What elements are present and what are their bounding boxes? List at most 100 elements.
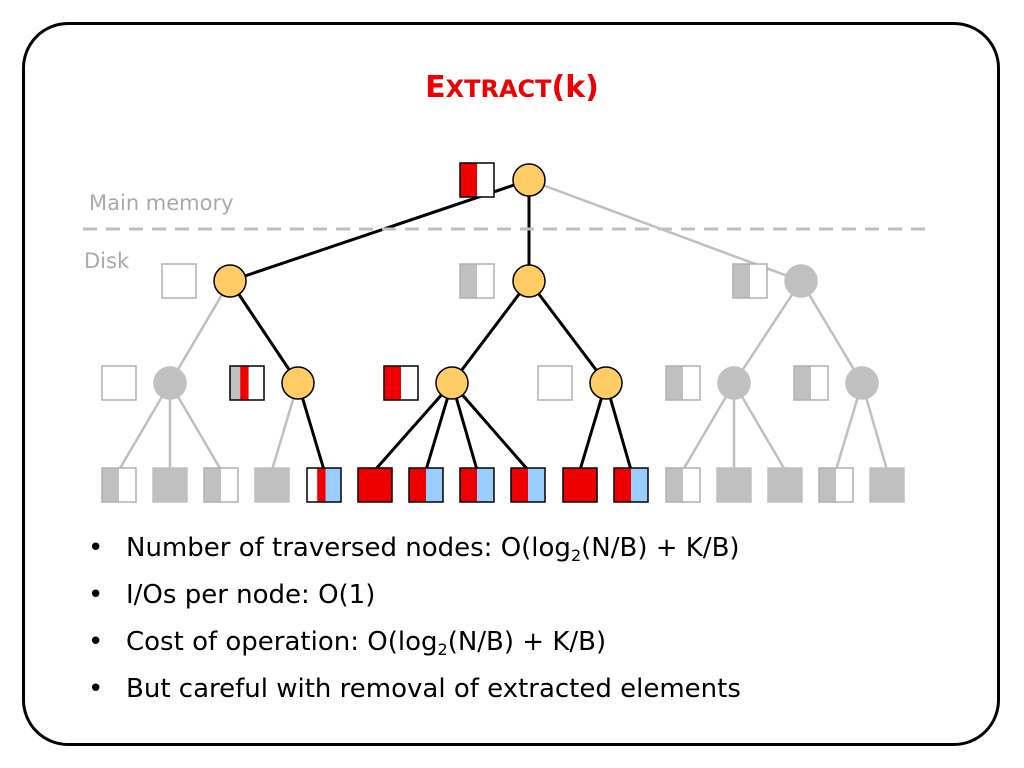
leaf-block xyxy=(869,467,905,503)
node-buffer xyxy=(537,365,573,401)
leaf-block xyxy=(767,467,803,503)
box-segment xyxy=(683,366,700,400)
box-segment xyxy=(307,468,318,502)
box-segment xyxy=(511,468,528,502)
box-outline xyxy=(665,365,701,401)
leaf-block xyxy=(306,467,342,503)
main-memory-label: Main memory xyxy=(89,191,234,215)
bullet-text: Cost of operation: O(log xyxy=(126,627,438,657)
tree-edge xyxy=(168,280,232,384)
box-segment xyxy=(811,366,828,400)
box-segment xyxy=(870,468,904,502)
tree-node xyxy=(281,366,315,400)
box-outline xyxy=(459,162,495,198)
bullet-text: Number of traversed nodes: O(log xyxy=(126,533,571,563)
slide-title: EXTRACT(k) xyxy=(0,68,1024,109)
leaf-block xyxy=(562,467,598,503)
node-buffer xyxy=(101,365,137,401)
box-outline xyxy=(357,467,393,503)
box-segment xyxy=(221,468,238,502)
box-outline xyxy=(254,467,290,503)
leaf-block xyxy=(408,467,444,503)
box-outline xyxy=(510,467,546,503)
bullet-text-end: (N/B) + K/B) xyxy=(447,627,607,657)
node-buffer xyxy=(793,365,829,401)
tree-edge xyxy=(527,280,608,384)
bullet-subscript: 2 xyxy=(570,546,582,565)
tree-diagram xyxy=(83,162,933,503)
title-small-caps: XTRACT xyxy=(445,75,552,103)
box-segment xyxy=(426,468,443,502)
node-buffer xyxy=(459,162,495,198)
box-segment xyxy=(204,468,221,502)
box-segment xyxy=(477,163,494,197)
tree-edge xyxy=(799,280,864,384)
box-segment xyxy=(460,163,477,197)
bullet-subscript: 2 xyxy=(437,640,448,659)
tree-edge xyxy=(450,280,531,384)
box-outline xyxy=(767,467,803,503)
box-outline xyxy=(459,467,495,503)
leaf-block xyxy=(203,467,239,503)
box-outline xyxy=(203,467,239,503)
box-outline xyxy=(161,263,197,299)
bullet-item: I/Os per node: O(1) xyxy=(88,575,741,622)
box-segment xyxy=(384,366,401,400)
shape-layer xyxy=(101,162,905,503)
box-segment xyxy=(528,468,545,502)
box-outline xyxy=(152,467,188,503)
box-outline xyxy=(732,263,768,299)
box-outline xyxy=(818,467,854,503)
leaf-block xyxy=(459,467,495,503)
bullet-item: Cost of operation: O(log2(N/B) + K/B) xyxy=(88,622,741,669)
leaf-block xyxy=(357,467,393,503)
box-outline xyxy=(229,365,265,401)
box-segment xyxy=(325,468,341,502)
tree-node xyxy=(784,264,818,298)
box-segment xyxy=(563,468,597,502)
box-segment xyxy=(794,366,811,400)
box-segment xyxy=(477,468,494,502)
box-segment xyxy=(162,264,196,298)
node-buffer xyxy=(161,263,197,299)
bullet-text-end: (N/B) + K/B) xyxy=(581,533,740,563)
box-outline xyxy=(613,467,649,503)
box-segment xyxy=(102,366,136,400)
box-segment xyxy=(102,468,119,502)
box-segment xyxy=(119,468,136,502)
title-initial: E xyxy=(425,70,446,105)
box-segment xyxy=(733,264,750,298)
bullet-text: I/Os per node: O(1) xyxy=(126,580,376,610)
node-buffer xyxy=(383,365,419,401)
box-outline xyxy=(562,467,598,503)
box-outline xyxy=(537,365,573,401)
leaf-edge xyxy=(168,382,223,471)
tree-node xyxy=(153,366,187,400)
box-segment xyxy=(538,366,572,400)
bullet-text: But careful with removal of extracted el… xyxy=(126,674,741,704)
leaf-block xyxy=(510,467,546,503)
leaf-edge xyxy=(373,382,454,471)
box-segment xyxy=(248,366,264,400)
box-outline xyxy=(101,467,137,503)
box-segment xyxy=(255,468,289,502)
box-outline xyxy=(459,263,495,299)
box-outline xyxy=(665,467,701,503)
node-buffer xyxy=(229,365,265,401)
tree-node xyxy=(512,264,546,298)
leaf-edge xyxy=(681,382,736,471)
node-buffer xyxy=(459,263,495,299)
box-segment xyxy=(409,468,426,502)
box-segment xyxy=(401,366,418,400)
leaf-edge xyxy=(450,382,530,471)
leaf-edge xyxy=(117,382,172,471)
box-outline xyxy=(383,365,419,401)
tree-edge xyxy=(228,280,300,384)
box-segment xyxy=(717,468,751,502)
box-segment xyxy=(750,264,767,298)
slide-frame xyxy=(22,22,1000,746)
bullet-list: Number of traversed nodes: O(log2(N/B) +… xyxy=(88,528,741,716)
box-outline xyxy=(306,467,342,503)
box-segment xyxy=(358,468,392,502)
tree-node xyxy=(845,366,879,400)
